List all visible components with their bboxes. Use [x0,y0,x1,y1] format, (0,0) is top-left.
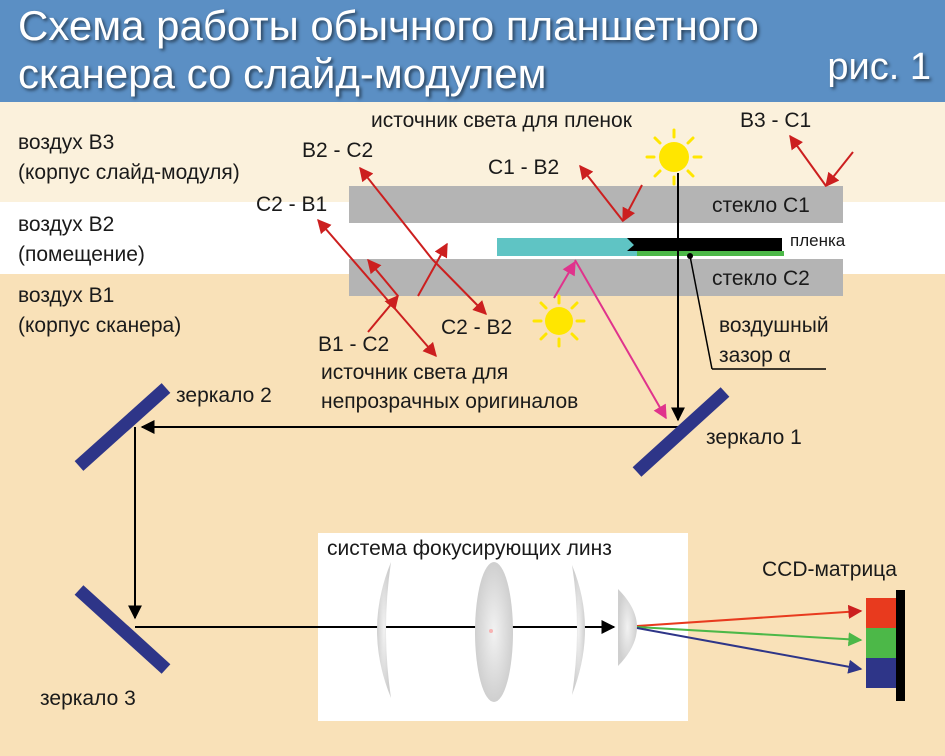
interface-c2-b1: С2 - В1 [256,193,328,216]
opaque-light-ray [553,259,667,420]
ccd-blue-cell [866,658,896,688]
mirror-3-label: зеркало 3 [40,687,136,710]
lens-2 [475,562,513,702]
ray-b2-c2 [359,166,433,260]
lens-4 [618,589,637,666]
ray-b2-c2-small [417,242,448,297]
mirror-2 [74,383,171,471]
film-light-source-icon [645,128,703,186]
ray-b1-c2-in [367,294,399,333]
ccd-green-cell [866,628,896,658]
zone-b2-sublabel: (помещение) [18,243,145,266]
header-bar [0,0,945,102]
zone-b1-label: воздух В1 [18,284,115,307]
glass-c1 [349,186,843,223]
glass-c2 [349,259,843,296]
reflection-rays [317,134,854,358]
ccd-label: CCD-матрица [762,558,897,581]
ray-c2-b2-in [431,258,487,315]
ray-c2-b1 [317,218,385,297]
lens-3 [572,565,585,695]
glass-c2-label: стекло С2 [712,267,810,290]
ccd-matrix [866,590,905,701]
air-gap-pointer [689,255,826,370]
title-line-2: сканера со слайд-модулем [18,50,547,97]
zone-b3-label: воздух В3 [18,131,115,154]
zone-b1-sublabel: (корпус сканера) [18,314,182,337]
film [497,238,784,256]
ray-c1-b2-in [622,184,643,223]
ray-c1-b2-out [579,164,624,222]
title-line-1: Схема работы обычного планшетного [18,2,759,49]
ray-b3-c1-in [825,151,854,188]
zone-b3-sublabel: (корпус слайд-модуля) [18,161,240,184]
air-gap-dot [687,253,693,259]
opaque-light-source-label: источник света для [321,361,509,384]
interface-b3-c1: В3 - С1 [740,109,812,132]
opaque-light-source-label-2: непрозрачных оригиналов [321,390,579,413]
mirror-2-label: зеркало 2 [176,384,272,407]
ccd-bar [896,590,905,701]
zone-b2-label: воздух В2 [18,213,115,236]
zone-air-b3 [0,102,945,202]
lenses [377,562,637,702]
air-gap-label: воздушный [719,314,829,337]
ccd-red-cell [866,598,896,628]
ray-b3-c1-out [789,134,827,187]
mirror-3 [74,585,171,674]
lens-system-label: система фокусирующих линз [327,537,612,560]
interface-b1-c2: В1 - С2 [318,333,390,356]
lens-1 [377,562,391,698]
mirror-1-label: зеркало 1 [706,426,802,449]
ray-to-opaque-source [383,295,437,358]
interface-c1-b2: С1 - В2 [488,156,560,179]
glass-c1-label: стекло С1 [712,194,810,217]
ccd-rays [636,604,863,674]
interface-c2-b2: С2 - В2 [441,316,513,339]
film-light-path [128,173,685,634]
film-light-source-label: источник света для пленок [371,109,632,132]
interface-b2-c2: В2 - С2 [302,139,374,162]
mirror-1 [632,387,730,477]
opaque-light-source-icon [532,294,586,348]
film-label: пленка [790,231,846,250]
figure-label: рис. 1 [827,46,931,88]
ray-b1-c2-out [367,258,399,297]
air-gap-label-2: зазор α [719,344,791,367]
